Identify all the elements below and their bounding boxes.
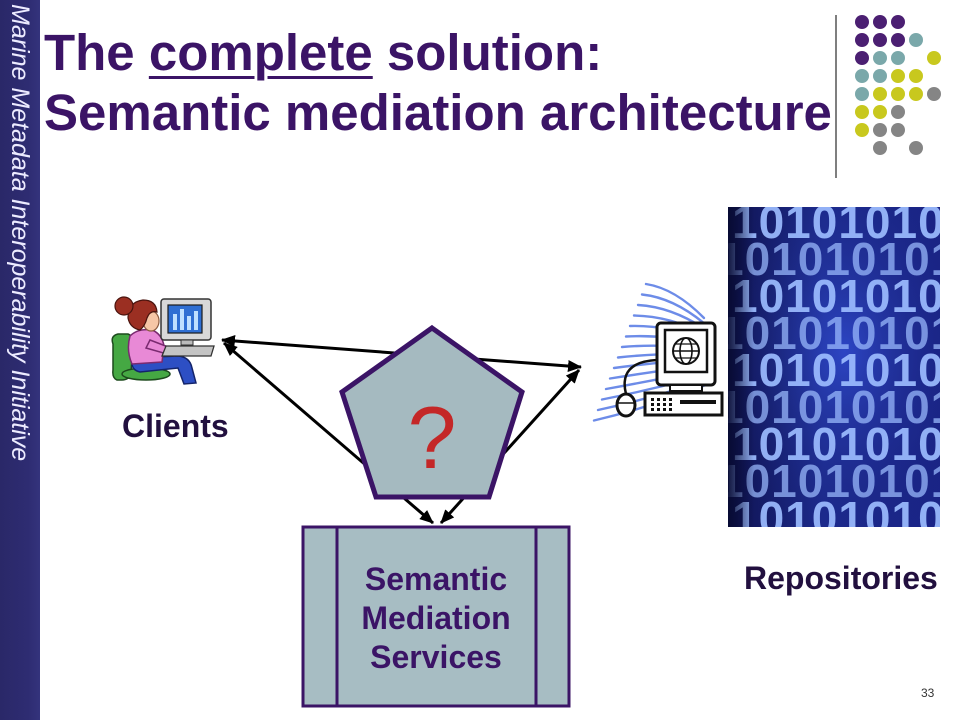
grid-dot bbox=[873, 15, 887, 29]
grid-dot bbox=[855, 105, 869, 119]
client-monitor-stand bbox=[180, 339, 194, 346]
mediator-pentagon: ? bbox=[339, 324, 525, 500]
grid-dot bbox=[873, 141, 887, 155]
mouse-cable bbox=[623, 358, 658, 395]
services-box: Semantic Mediation Services bbox=[301, 525, 571, 708]
keyboard-icon bbox=[643, 391, 724, 417]
binary-digits-row: 1010101010 bbox=[732, 196, 960, 248]
client-screen-bars bbox=[173, 309, 198, 330]
speed-line bbox=[644, 282, 706, 320]
grid-dot bbox=[891, 105, 905, 119]
grid-dot bbox=[909, 33, 923, 47]
networked-computer-icon bbox=[592, 282, 724, 422]
grid-dot bbox=[855, 87, 869, 101]
title-emphasis: complete bbox=[148, 24, 373, 81]
binary-digits-row: 1010101010 bbox=[718, 455, 960, 507]
grid-dot bbox=[873, 87, 887, 101]
grid-dot bbox=[873, 33, 887, 47]
binary-digits: 1010101010101010101010101010101010101010… bbox=[718, 196, 960, 544]
dot-grid bbox=[855, 15, 941, 155]
binary-image-shade bbox=[728, 207, 754, 527]
grid-dot bbox=[873, 105, 887, 119]
services-box-line: Semantic bbox=[365, 561, 507, 597]
grid-dot bbox=[855, 69, 869, 83]
grid-dot bbox=[855, 123, 869, 137]
grid-dot bbox=[873, 69, 887, 83]
clients-label: Clients bbox=[122, 408, 229, 444]
grid-dot bbox=[909, 69, 923, 83]
globe-icon bbox=[672, 337, 700, 365]
grid-dot bbox=[891, 87, 905, 101]
grid-dot bbox=[891, 33, 905, 47]
services-box-frame bbox=[301, 525, 571, 708]
mouse-icon bbox=[615, 392, 637, 418]
binary-image-glow bbox=[728, 207, 940, 527]
title-line-1: The complete solution: bbox=[44, 23, 832, 83]
grid-dot bbox=[873, 51, 887, 65]
speed-line bbox=[640, 293, 706, 325]
grid-dot bbox=[873, 123, 887, 137]
binary-digits-row: 1010101010 bbox=[718, 307, 960, 359]
services-box-line: Services bbox=[370, 639, 502, 675]
client-keyboard bbox=[161, 345, 215, 357]
binary-digits-row: 1010101010 bbox=[732, 418, 960, 470]
page-number: 33 bbox=[921, 686, 935, 700]
woman-hair-bun bbox=[114, 296, 134, 316]
binary-digits-row: 1010101010 bbox=[718, 233, 960, 285]
binary-digits-row: 1010101010 bbox=[718, 381, 960, 433]
sidebar-organization-text: Marine Metadata Interoperability Initiat… bbox=[6, 4, 34, 462]
grid-dot bbox=[891, 51, 905, 65]
monitor-stand bbox=[669, 384, 703, 392]
grid-dot bbox=[891, 69, 905, 83]
grid-dot bbox=[909, 141, 923, 155]
grid-dot bbox=[927, 87, 941, 101]
grid-dot bbox=[909, 87, 923, 101]
binary-digits-row: 1010101010 bbox=[732, 492, 960, 544]
grid-dot bbox=[891, 15, 905, 29]
grid-dot bbox=[855, 15, 869, 29]
woman-at-computer-icon bbox=[111, 296, 215, 385]
grid-dot bbox=[855, 51, 869, 65]
woman-hair bbox=[127, 299, 158, 331]
grid-dot bbox=[927, 51, 941, 65]
pentagon-shape bbox=[339, 324, 525, 500]
binary-digits-row: 1010101010 bbox=[732, 270, 960, 322]
sidebar-band: Marine Metadata Interoperability Initiat… bbox=[0, 0, 40, 720]
title-text: The bbox=[44, 24, 149, 81]
title-text: solution: bbox=[372, 24, 603, 81]
repositories-label: Repositories bbox=[744, 560, 938, 596]
grid-dot bbox=[855, 33, 869, 47]
question-mark: ? bbox=[408, 388, 457, 487]
title-line-2: Semantic mediation architecture bbox=[44, 84, 832, 141]
grid-dot bbox=[891, 123, 905, 137]
services-box-line: Mediation bbox=[361, 600, 510, 636]
binary-data-image: 1010101010101010101010101010101010101010… bbox=[718, 196, 960, 544]
slide-title: The complete solution: Semantic mediatio… bbox=[44, 23, 832, 143]
binary-digits-row: 1010101010 bbox=[732, 344, 960, 396]
